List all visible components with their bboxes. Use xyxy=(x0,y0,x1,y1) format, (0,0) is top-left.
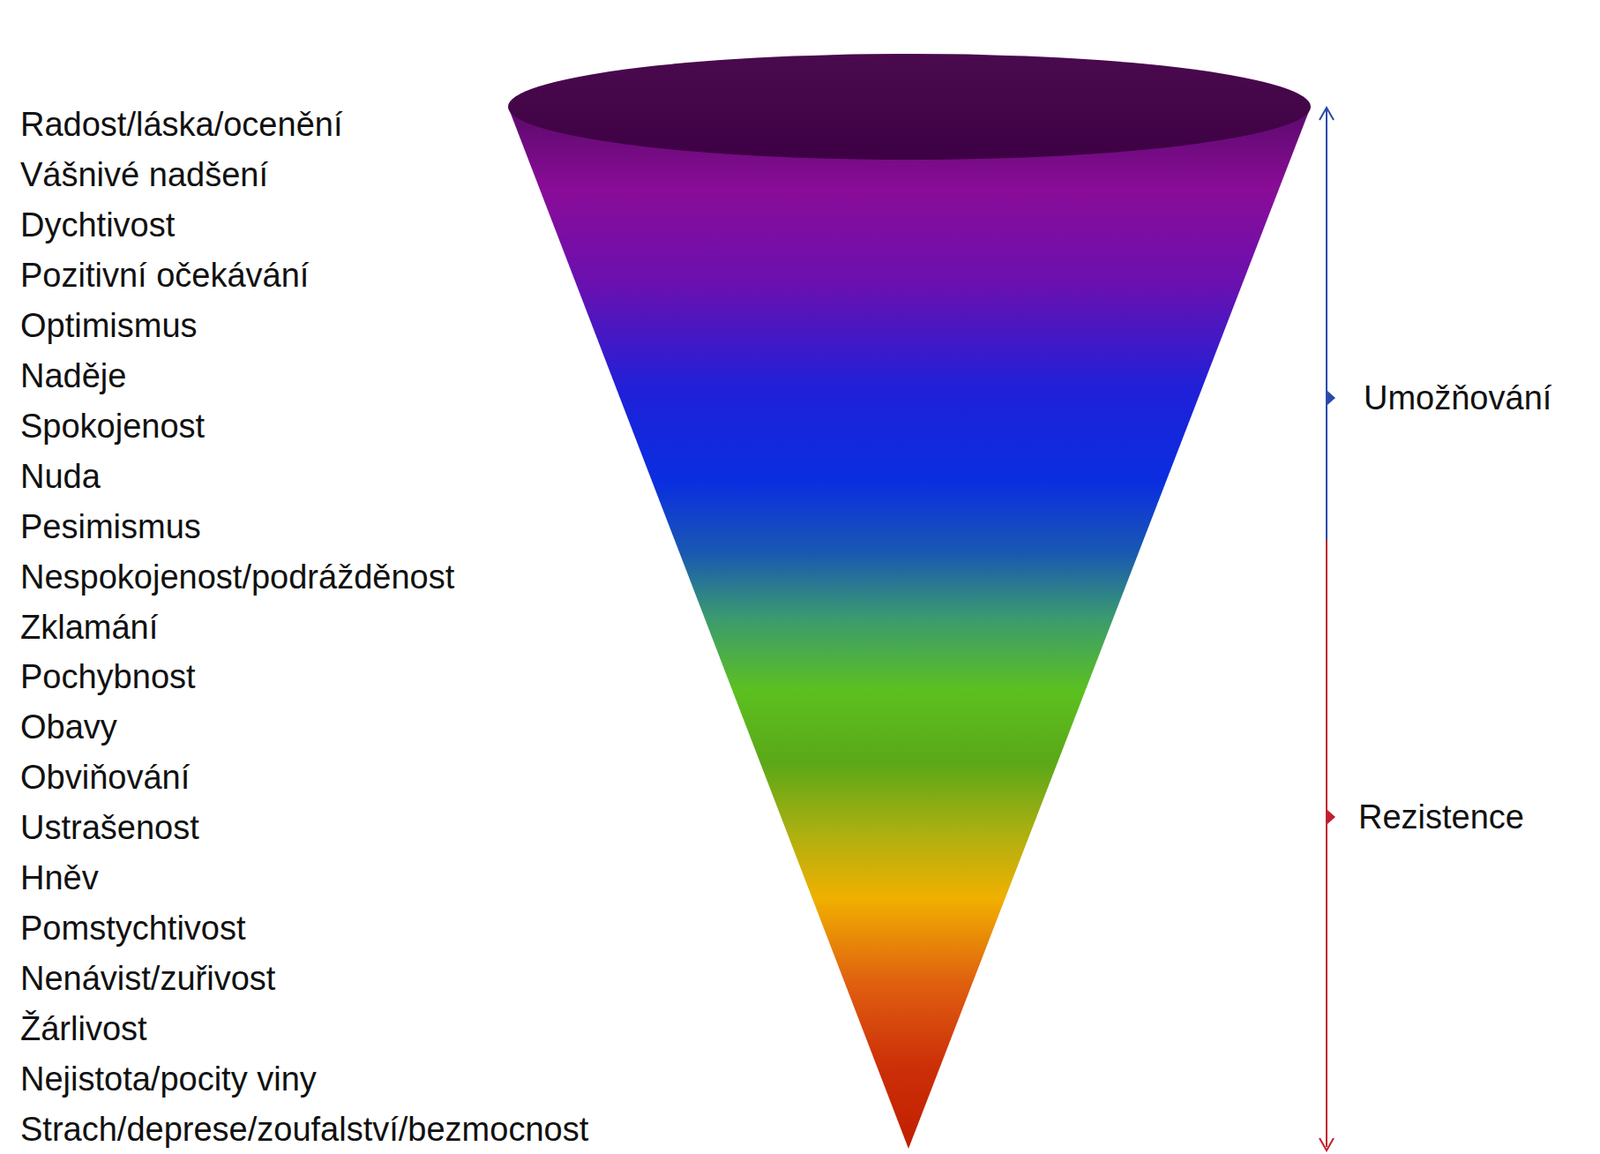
emotion-label: Spokojenost xyxy=(20,407,205,445)
emotion-label: Optimismus xyxy=(20,306,198,344)
emotion-label: Hněv xyxy=(20,859,99,897)
emotion-label: Nejistota/pocity viny xyxy=(20,1060,317,1098)
emotion-label: Obavy xyxy=(20,708,118,746)
emotion-label: Pochybnost xyxy=(20,657,196,696)
emotion-label: Žárlivost xyxy=(20,1009,148,1047)
emotion-label: Vášnivé nadšení xyxy=(20,156,269,194)
arrow-resistance xyxy=(1325,539,1328,1147)
emotion-label: Radost/láska/ocenění xyxy=(20,105,343,143)
emotion-label: Naděje xyxy=(20,357,127,395)
scale-label: Rezistence xyxy=(1358,798,1525,836)
emotion-label: Nespokojenost/podrážděnost xyxy=(20,558,455,596)
marker-resistance xyxy=(1327,809,1336,824)
cone-body xyxy=(508,106,1311,1149)
emotion-label: Dychtivost xyxy=(20,206,175,244)
emotion-label: Pozitivní očekávání xyxy=(20,256,309,294)
emotion-label: Zklamání xyxy=(20,608,158,646)
arrow-head-down xyxy=(1319,1137,1334,1151)
emotion-label: Pomstychtivost xyxy=(20,909,247,947)
emotion-label: Nuda xyxy=(20,457,101,495)
emotion-label: Strach/deprese/zoufalství/bezmocnost xyxy=(20,1110,589,1148)
emotion-label: Nenávist/zuřivost xyxy=(20,959,276,997)
emotion-label: Pesimismus xyxy=(20,508,202,546)
marker-enabling xyxy=(1327,390,1336,405)
cone-top xyxy=(508,53,1311,160)
emotion-label: Obviňování xyxy=(20,758,190,796)
emotion-label: Ustrašenost xyxy=(20,808,200,846)
arrow-enabling xyxy=(1325,109,1328,540)
scale-label: Umožňování xyxy=(1363,379,1552,417)
arrow-head-up xyxy=(1319,107,1334,120)
